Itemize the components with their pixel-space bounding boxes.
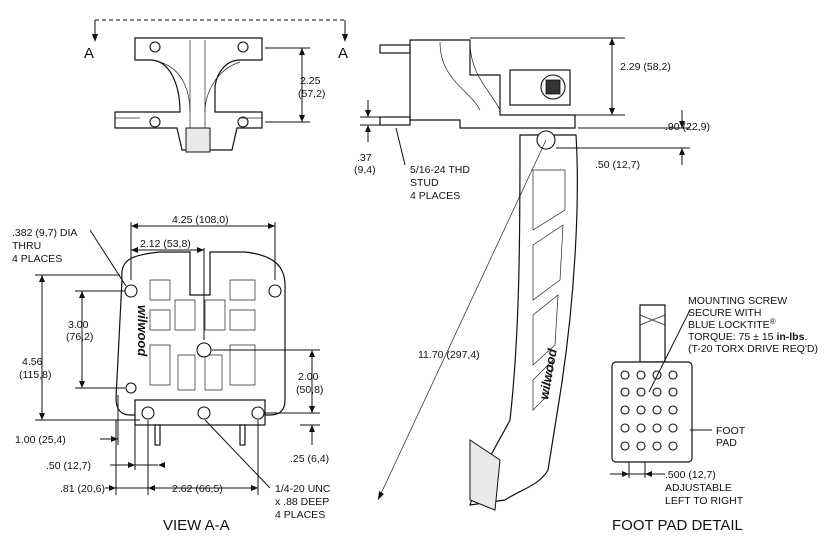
ref-hole	[125, 382, 137, 394]
dim-front-025: .25 (6,4)	[290, 453, 329, 465]
dim-front-300-mm: (76,2)	[66, 331, 93, 343]
hole-note-line: .382 (9,7) DIA	[12, 227, 77, 239]
mount-hole	[124, 284, 138, 298]
torque-suffix: .	[804, 331, 807, 343]
dim-front-050: .50 (12,7)	[46, 460, 91, 472]
dim-side-050: .50 (12,7)	[595, 159, 640, 171]
stud-note-line: STUD	[410, 177, 439, 189]
pivot-hole	[196, 342, 212, 358]
dim-front-262: 2.62 (66,5)	[172, 483, 223, 495]
hole-note-line: 4 PLACES	[12, 253, 62, 265]
view-aa-title: VIEW A-A	[163, 517, 230, 534]
section-label-left: A	[84, 45, 94, 62]
adjust-note-line: ADJUSTABLE	[665, 482, 732, 494]
screw-note-line: SECURE WITH	[688, 307, 762, 319]
dim-front-200-mm: (50,8)	[296, 384, 323, 396]
stud-note-line: 5/16-24 THD	[410, 164, 470, 176]
dim-side-037: .37	[357, 152, 372, 164]
dim-front-425: 4.25 (108,0)	[172, 214, 229, 226]
torx-note: (T-20 TORX DRIVE REQ'D)	[688, 343, 818, 355]
adjust-note-line: .500 (12,7)	[665, 469, 716, 481]
top-bolt-hole	[237, 116, 249, 128]
dim-side-229: 2.29 (58,2)	[620, 61, 671, 73]
pad-holes	[620, 370, 678, 451]
screw-note-line: MOUNTING SCREW	[688, 295, 787, 307]
bracket-logo: wilwood	[135, 305, 150, 357]
dim-front-300: 3.00	[68, 319, 89, 331]
foot-pad-title: FOOT PAD DETAIL	[612, 517, 743, 534]
top-bolt-hole	[237, 41, 249, 53]
hole-note-line: THRU	[12, 240, 41, 252]
dim-side-090: .90 (22,9)	[665, 121, 710, 133]
registered-mark: ®	[770, 317, 776, 326]
section-line-aa: A A	[84, 19, 348, 62]
stud-note-line: 4 PLACES	[410, 190, 460, 202]
torque-unit: in-lbs	[776, 331, 804, 343]
screw-note-line: BLUE LOCKTITE®	[688, 317, 776, 331]
torque-prefix: TORQUE: 75 ± 15	[688, 331, 776, 343]
pad-label-line: PAD	[716, 437, 737, 449]
side-view: wilwood 2.29 (58,2) .90 (22,9) .50 (12,7…	[354, 37, 710, 511]
dim-top-height-mm: (57,2)	[298, 88, 325, 100]
dim-front-081: .81 (20,6)	[60, 483, 105, 495]
pad-label-line: FOOT	[716, 425, 746, 437]
dim-side-037-mm: (9,4)	[354, 164, 376, 176]
locktite-text: BLUE LOCKTITE	[688, 319, 770, 331]
top-view: 2.25 (57,2)	[114, 37, 325, 153]
top-bolt-hole	[149, 116, 161, 128]
dim-front-456-mm: (115,8)	[19, 369, 52, 381]
dim-front-212: 2.12 (53,8)	[140, 238, 191, 250]
mount-hole	[268, 284, 282, 298]
dim-front-100: 1.00 (25,4)	[15, 434, 66, 446]
torque-note: TORQUE: 75 ± 15 in-lbs.	[688, 331, 807, 343]
adjust-note-line: LEFT TO RIGHT	[665, 495, 744, 507]
foot-pad-detail: MOUNTING SCREW SECURE WITH BLUE LOCKTITE…	[610, 295, 818, 534]
section-label-right: A	[338, 45, 348, 62]
thread-note-line: x .88 DEEP	[275, 496, 329, 508]
thread-note-line: 1/4-20 UNC	[275, 483, 331, 495]
front-view: wilwood 4.25 (108,0) 2.12 (53,8) .382 (9…	[12, 214, 331, 534]
top-bolt-hole	[149, 41, 161, 53]
thread-note-line: 4 PLACES	[275, 509, 325, 521]
dim-top-height: 2.25	[300, 75, 321, 87]
dim-front-200: 2.00	[298, 371, 319, 383]
dim-pedal-length: 11.70 (297,4)	[418, 349, 480, 361]
dim-front-456: 4.56	[22, 356, 43, 368]
